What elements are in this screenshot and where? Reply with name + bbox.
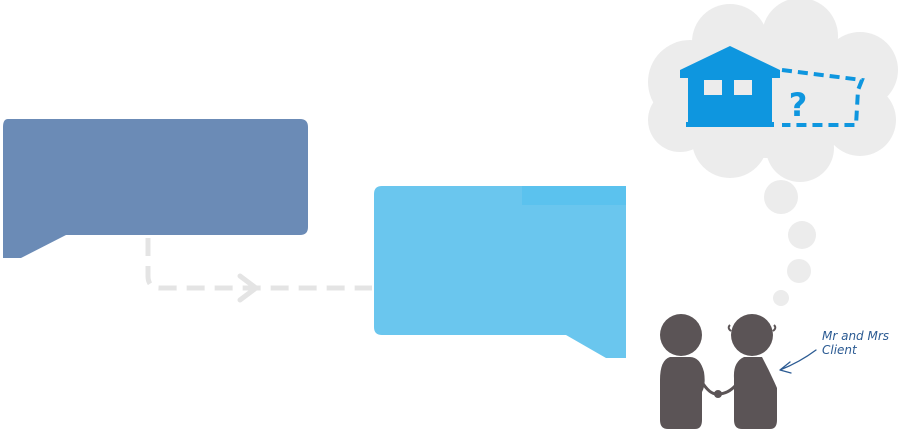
thought-bubble-dots bbox=[764, 180, 816, 306]
annotation-arrow bbox=[779, 349, 817, 374]
extension-outline bbox=[781, 68, 865, 127]
people-icon bbox=[660, 314, 777, 429]
annotation-line-2: Client bbox=[822, 343, 858, 357]
dashed-connector bbox=[145, 238, 372, 291]
annotation-line-1: Mr and Mrs bbox=[822, 329, 889, 343]
question-mark-icon: ? bbox=[789, 86, 808, 124]
thought-cloud bbox=[648, 0, 898, 182]
left-speech-bubble bbox=[3, 119, 308, 258]
right-bubble-tab bbox=[522, 186, 626, 205]
arrow-head bbox=[237, 273, 259, 303]
right-speech-bubble bbox=[374, 186, 626, 358]
house-icon: ? bbox=[680, 46, 865, 127]
